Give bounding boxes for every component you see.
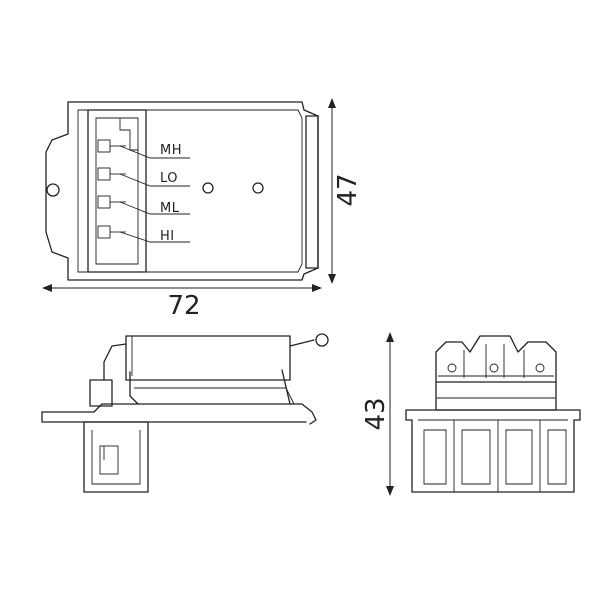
side-wire-left: [103, 343, 127, 381]
side-connector-inner: [91, 430, 141, 485]
dim-height-top-text: 47: [333, 173, 363, 206]
mounting-hole: [46, 183, 60, 197]
side-wire-right: [289, 339, 315, 347]
leader-ml: [119, 201, 190, 215]
side-leg-right: [281, 369, 291, 405]
end-pin-1: [447, 363, 457, 373]
side-leg-left: [129, 371, 139, 405]
label-hi: HI: [160, 229, 175, 244]
side-base-bottom: [41, 411, 307, 423]
end-top-profile: [435, 335, 557, 383]
side-wire-loop: [315, 333, 329, 347]
end-middle-body: [435, 381, 557, 411]
side-view: [41, 333, 329, 493]
end-bottom-housing: [405, 409, 581, 493]
dim-height-side-text: 43: [361, 397, 391, 430]
side-base-top: [41, 403, 317, 425]
top-housing-outline: [45, 101, 319, 281]
side-module-box: [125, 335, 291, 381]
dim-width-text: 72: [167, 291, 200, 321]
end-slot-2: [461, 429, 491, 485]
top-housing-inner: [77, 109, 303, 273]
hole-left: [202, 182, 214, 194]
side-small-box: [89, 379, 113, 407]
leader-lo: [119, 173, 190, 187]
end-slot-4: [547, 429, 567, 485]
connector-inner: [95, 117, 139, 265]
end-dividers: [453, 420, 541, 492]
connector-latch: [119, 118, 138, 151]
side-connector-slot: [99, 445, 119, 475]
terminal-lo: [97, 167, 126, 181]
label-lo: LO: [160, 171, 178, 186]
end-pin-2: [489, 363, 499, 373]
label-mh: MH: [160, 143, 182, 158]
terminal-ml: [97, 195, 126, 209]
terminal-mh: [97, 139, 126, 153]
end-terminals: [463, 344, 525, 378]
hole-right: [252, 182, 264, 194]
end-view: [405, 335, 581, 493]
terminal-hi: [97, 225, 126, 239]
end-slot-1: [423, 429, 447, 485]
dim-width: 72: [42, 284, 322, 321]
end-pin-3: [535, 363, 545, 373]
dim-height-top: 47: [328, 98, 363, 284]
dim-height-side: 43: [361, 332, 394, 496]
label-ml: ML: [160, 201, 180, 216]
leader-hi: [119, 231, 190, 243]
connector-housing: [87, 109, 147, 273]
leader-mh: [119, 145, 190, 159]
side-connector: [83, 421, 149, 493]
top-view: MH LO ML HI: [45, 101, 319, 281]
side-module-base: [134, 387, 295, 405]
end-slot-3: [505, 429, 533, 485]
top-right-flange: [305, 115, 319, 269]
